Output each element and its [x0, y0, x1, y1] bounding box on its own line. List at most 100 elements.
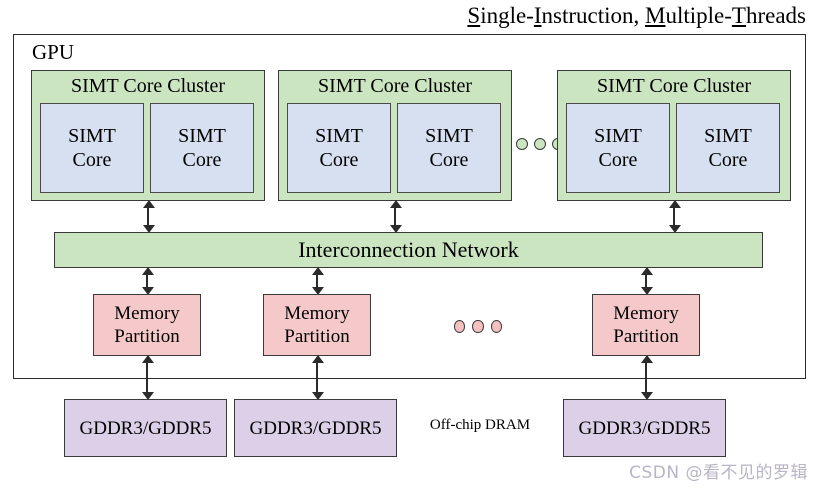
memory-partition-0-line2: Partition	[114, 326, 180, 347]
memory-partition-2: Memory Partition	[592, 294, 700, 356]
title-initial-m: M	[645, 3, 666, 28]
simt-core-2-1-text: SIMT Core	[704, 124, 752, 172]
arrow-shaft	[146, 272, 148, 290]
double-arrow-icon-mempart1-dram1	[311, 355, 324, 400]
arrow-shaft	[316, 360, 318, 395]
simt-core-2-1-line1: SIMT	[704, 125, 752, 147]
simt-core-1-1-text: SIMT Core	[425, 124, 473, 172]
dram-box-0-label: GDDR3/GDDR5	[79, 417, 212, 439]
arrow-shaft	[645, 360, 647, 395]
memory-partition-2-line2: Partition	[613, 326, 679, 347]
simt-core-2-0-text: SIMT Core	[594, 124, 642, 172]
simt-core-0-0-line2: Core	[72, 149, 112, 171]
memory-partition-0-line1: Memory	[114, 303, 180, 324]
double-arrow-icon-mempart0-dram0	[141, 355, 154, 400]
simt-core-1-0-text: SIMT Core	[315, 124, 363, 172]
gpu-label: GPU	[32, 40, 75, 64]
title-rest-multiple: ultiple-	[665, 3, 732, 28]
arrowhead-down-icon	[142, 225, 155, 233]
simt-core-1-1: SIMT Core	[397, 103, 501, 193]
arrowhead-up-icon	[640, 355, 653, 363]
title-part-threads: Threads	[732, 3, 806, 28]
dram-box-1-label: GDDR3/GDDR5	[249, 417, 382, 439]
cluster-ellipsis-dot-2	[534, 138, 546, 150]
title-initial-i: I	[533, 3, 542, 28]
simt-core-2-0-line1: SIMT	[594, 125, 642, 147]
memory-ellipsis-dot-2	[472, 319, 484, 333]
simt-core-0-1-line1: SIMT	[178, 125, 226, 147]
double-arrow-icon-cluster1-interconnect	[389, 200, 402, 233]
memory-ellipsis-dot-1	[454, 319, 466, 333]
arrow-shaft	[673, 205, 675, 228]
simt-core-1-1-line1: SIMT	[425, 125, 473, 147]
memory-partition-0-text: Memory Partition	[114, 302, 179, 348]
memory-partition-2-line1: Memory	[613, 303, 679, 324]
memory-partition-ellipsis-icon	[454, 318, 502, 334]
memory-partition-1-line2: Partition	[284, 326, 350, 347]
dram-box-2: GDDR3/GDDR5	[563, 399, 726, 457]
arrowhead-up-icon	[640, 267, 653, 275]
off-chip-dram-caption: Off-chip DRAM	[429, 417, 531, 433]
memory-partition-1: Memory Partition	[263, 294, 371, 356]
simt-core-0-0-text: SIMT Core	[68, 124, 116, 172]
title-part-multiple: Multiple-	[645, 3, 732, 28]
dram-box-1: GDDR3/GDDR5	[234, 399, 397, 457]
double-arrow-icon-mempart2-dram2	[640, 355, 653, 400]
cluster-ellipsis-dot-1	[516, 138, 528, 150]
arrowhead-down-icon	[640, 392, 653, 400]
arrow-shaft	[394, 205, 396, 228]
title-part-instruction: Instruction,	[534, 3, 645, 28]
simt-core-cluster-0: SIMT Core Cluster SIMT Core SIMT Core	[31, 70, 265, 201]
simt-core-0-1-text: SIMT Core	[178, 124, 226, 172]
simt-core-cluster-2: SIMT Core Cluster SIMT Core SIMT Core	[557, 70, 791, 201]
memory-partition-1-text: Memory Partition	[284, 302, 349, 348]
double-arrow-icon-interconnect-mempart0	[141, 267, 154, 295]
arrowhead-down-icon	[389, 225, 402, 233]
memory-partition-0: Memory Partition	[93, 294, 201, 356]
simt-core-2-1: SIMT Core	[676, 103, 780, 193]
cluster-0-label: SIMT Core Cluster	[70, 75, 226, 97]
simt-core-2-0: SIMT Core	[566, 103, 670, 193]
simt-core-1-0-line1: SIMT	[315, 125, 363, 147]
simt-core-cluster-1: SIMT Core Cluster SIMT Core SIMT Core	[278, 70, 512, 201]
title-rest-instruction: nstruction,	[541, 3, 646, 28]
arrow-shaft	[645, 272, 647, 290]
title-rest-single: ingle-	[480, 3, 534, 28]
simt-core-1-0-line2: Core	[319, 149, 359, 171]
cluster-2-label: SIMT Core Cluster	[596, 75, 752, 97]
simt-core-0-1-line2: Core	[182, 149, 222, 171]
arrowhead-down-icon	[141, 392, 154, 400]
memory-ellipsis-dot-3	[490, 319, 502, 333]
simt-core-1-1-line2: Core	[429, 149, 469, 171]
dram-box-2-label: GDDR3/GDDR5	[578, 417, 711, 439]
arrowhead-up-icon	[311, 267, 324, 275]
arrowhead-up-icon	[389, 200, 402, 208]
title-initial-s: S	[467, 3, 481, 28]
double-arrow-icon-interconnect-mempart2	[640, 267, 653, 295]
double-arrow-icon-interconnect-mempart1	[311, 267, 324, 295]
simt-core-1-0: SIMT Core	[287, 103, 391, 193]
diagram-title: Single-Instruction, Multiple-Threads	[0, 2, 806, 30]
csdn-watermark: CSDN @看不见的罗辑	[629, 463, 808, 483]
arrow-shaft	[316, 272, 318, 290]
interconnection-network-label: Interconnection Network	[298, 237, 519, 262]
arrowhead-down-icon	[640, 287, 653, 295]
arrow-shaft	[147, 205, 149, 228]
memory-partition-1-line1: Memory	[284, 303, 350, 324]
arrowhead-up-icon	[141, 267, 154, 275]
cluster-1-label: SIMT Core Cluster	[317, 75, 473, 97]
simt-core-0-0-line1: SIMT	[68, 125, 116, 147]
arrowhead-up-icon	[668, 200, 681, 208]
memory-partition-2-text: Memory Partition	[613, 302, 678, 348]
simt-core-2-1-line2: Core	[708, 149, 748, 171]
arrowhead-down-icon	[141, 287, 154, 295]
arrow-shaft	[146, 360, 148, 395]
title-part-single: Single-	[467, 3, 533, 28]
title-rest-threads: hreads	[745, 3, 806, 28]
arrowhead-up-icon	[141, 355, 154, 363]
arrowhead-down-icon	[311, 287, 324, 295]
title-initial-t: T	[731, 3, 746, 28]
arrowhead-up-icon	[311, 355, 324, 363]
simt-core-0-0: SIMT Core	[40, 103, 144, 193]
simt-core-2-0-line2: Core	[598, 149, 638, 171]
